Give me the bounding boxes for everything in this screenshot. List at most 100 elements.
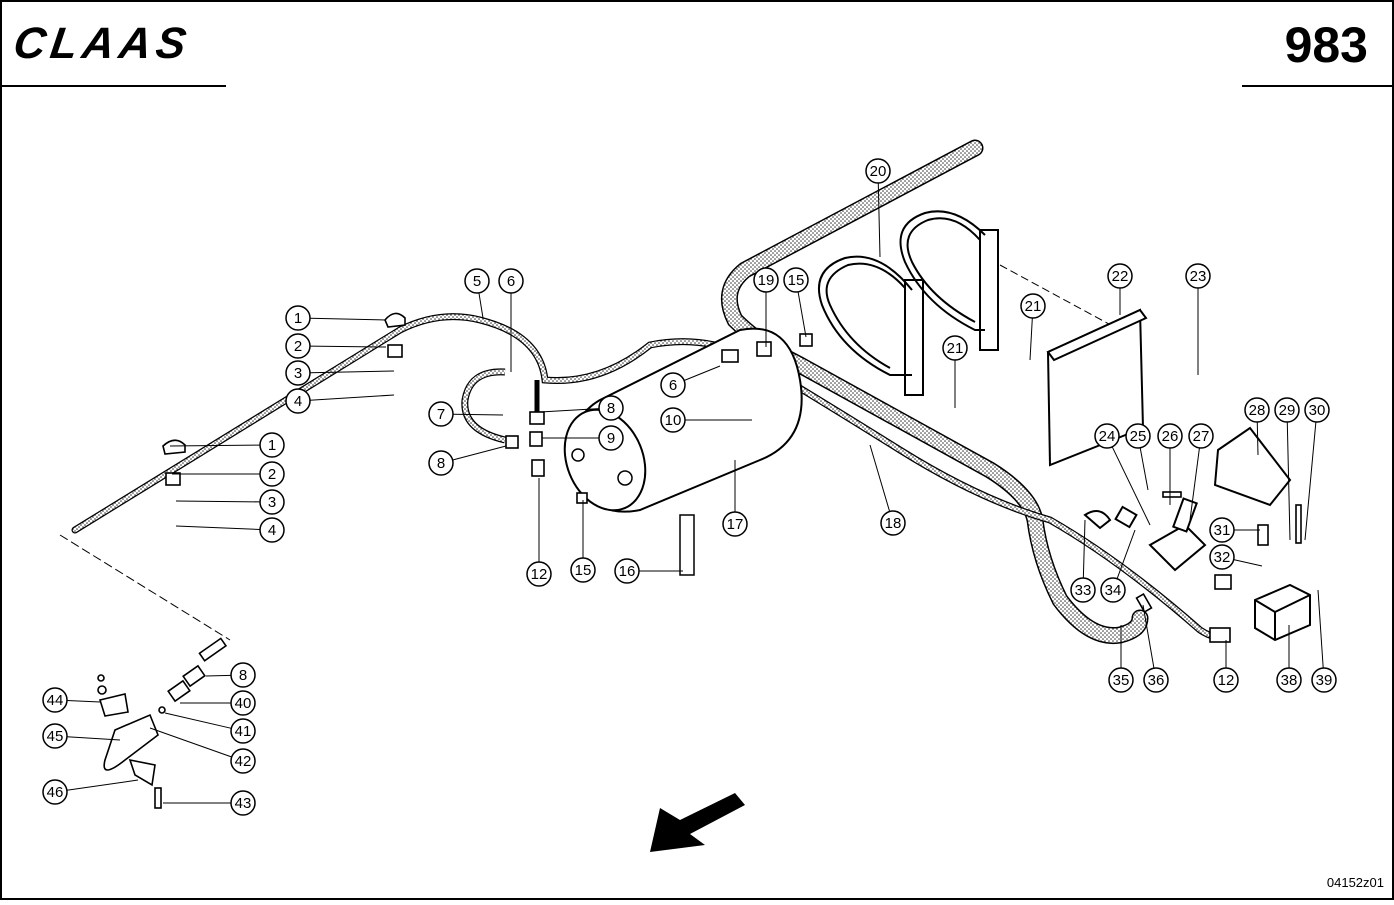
- callout-39: 39: [1311, 589, 1337, 693]
- callout-4: 4: [175, 517, 285, 543]
- callout-leader: [1256, 421, 1259, 456]
- callout-bubble: [1209, 544, 1235, 570]
- callout-44: 44: [42, 687, 101, 713]
- callout-bubble: [464, 268, 490, 294]
- pipe-clamp-lower: [162, 439, 186, 486]
- callout-34: 34: [1100, 529, 1136, 603]
- callout-number: 3: [268, 494, 276, 511]
- callout-number: 10: [665, 412, 682, 429]
- callout-6: 6: [498, 268, 524, 372]
- callout-leader: [309, 317, 387, 321]
- callout-leader: [175, 500, 261, 503]
- callout-leader: [66, 736, 121, 741]
- callout-45: 45: [42, 723, 121, 749]
- callout-bubble: [1274, 397, 1300, 423]
- callout-bubble: [285, 388, 311, 414]
- callout-number: 7: [437, 406, 445, 423]
- callout-bubble: [660, 407, 686, 433]
- callout-3: 3: [175, 489, 285, 515]
- callout-leader: [1029, 317, 1033, 361]
- callout-number: 5: [473, 273, 481, 290]
- callout-number: 1: [294, 310, 302, 327]
- air-tank-17: [563, 327, 803, 576]
- callout-number: 19: [758, 272, 775, 289]
- callout-leader: [309, 394, 395, 401]
- callout-19: 19: [753, 267, 779, 347]
- callout-16: 16: [614, 558, 683, 584]
- callout-bubble: [1020, 293, 1046, 319]
- callout-bubble: [230, 690, 256, 716]
- callout-number: 27: [1193, 428, 1210, 445]
- callout-number: 8: [607, 400, 615, 417]
- callout-bubble: [285, 360, 311, 386]
- callout-bubble: [1185, 263, 1211, 289]
- callout-bubble: [1304, 397, 1330, 423]
- callout-1: 1: [169, 432, 285, 458]
- callout-bubble: [259, 489, 285, 515]
- callout-number: 24: [1099, 428, 1116, 445]
- callout-number: 44: [47, 692, 64, 709]
- callout-number: 2: [294, 338, 302, 355]
- callout-number: 38: [1281, 672, 1298, 689]
- callout-number: 31: [1214, 522, 1231, 539]
- callout-number: 46: [47, 784, 64, 801]
- valve-assembly-27: [1083, 497, 1207, 572]
- callout-number: 17: [727, 516, 744, 533]
- callout-2: 2: [172, 461, 285, 487]
- callout-leader: [797, 291, 807, 338]
- callout-8: 8: [205, 662, 256, 688]
- callout-number: 33: [1075, 582, 1092, 599]
- callout-number: 15: [575, 562, 592, 579]
- callout-leader: [478, 292, 484, 319]
- callout-number: 43: [235, 795, 252, 812]
- callout-leader: [1189, 447, 1200, 521]
- callout-bubble: [230, 662, 256, 688]
- callout-29: 29: [1274, 397, 1300, 541]
- callout-leader: [1142, 604, 1155, 669]
- callout-number: 15: [788, 272, 805, 289]
- callout-leader: [452, 413, 504, 416]
- callout-bubble: [570, 557, 596, 583]
- callout-3: 3: [285, 360, 395, 386]
- callout-bubble: [42, 723, 68, 749]
- callout-7: 7: [428, 401, 504, 427]
- callout-42: 42: [149, 727, 256, 774]
- callout-leader: [175, 525, 261, 530]
- callout-leader: [1139, 447, 1149, 491]
- callout-leader: [1111, 446, 1151, 526]
- callout-number: 18: [885, 515, 902, 532]
- callout-leader: [877, 182, 881, 258]
- callout-38: 38: [1276, 625, 1302, 693]
- callout-number: 21: [1025, 298, 1042, 315]
- callout-number: 4: [294, 393, 302, 410]
- callout-bubble: [1125, 423, 1151, 449]
- callout-number: 32: [1214, 549, 1231, 566]
- callout-number: 2: [268, 466, 276, 483]
- callout-35: 35: [1108, 625, 1134, 693]
- callout-leader: [1082, 519, 1086, 579]
- callout-leader: [1317, 589, 1324, 669]
- callout-21: 21: [1020, 293, 1046, 361]
- callout-22: 22: [1107, 263, 1133, 315]
- callout-number: 25: [1130, 428, 1147, 445]
- claas-logo: CLAAS: [10, 19, 195, 68]
- callout-bubble: [865, 158, 891, 184]
- callout-6: 6: [660, 365, 721, 398]
- callout-bubble: [428, 450, 454, 476]
- callout-leader: [1286, 421, 1291, 541]
- callout-number: 39: [1316, 672, 1333, 689]
- callout-33: 33: [1070, 519, 1096, 603]
- callout-bubble: [598, 425, 624, 451]
- callout-2: 2: [285, 333, 387, 359]
- pipe-clamp-upper: [384, 312, 406, 358]
- callout-number: 45: [47, 728, 64, 745]
- callout-bubble: [1157, 423, 1183, 449]
- callout-number: 26: [1162, 428, 1179, 445]
- callout-bubble: [259, 517, 285, 543]
- callout-bubble: [1108, 667, 1134, 693]
- page-number: 983: [1284, 17, 1368, 73]
- callout-bubble: [1276, 667, 1302, 693]
